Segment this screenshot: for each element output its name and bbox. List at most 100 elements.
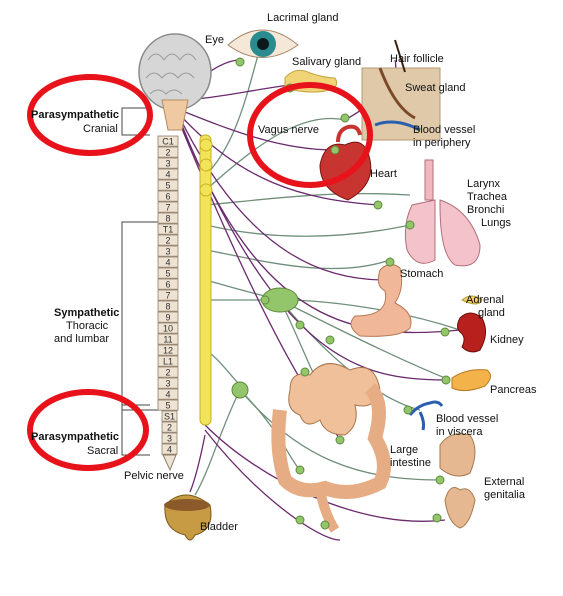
spinal-segment-label: 4 [165, 390, 170, 400]
ganglion-dot [440, 327, 450, 337]
spinal-segment [157, 344, 179, 356]
spinal-segment-label: 4 [165, 258, 170, 268]
large-intestine-label-1: Large [390, 444, 419, 456]
spinal-segment-label: 3 [165, 379, 170, 389]
bladder-label: Bladder [200, 521, 238, 533]
spinal-segment [157, 223, 179, 235]
spinal-segment-label: 2 [165, 148, 170, 158]
spinal-segment [157, 168, 179, 180]
ganglion-dot [403, 405, 413, 415]
spinal-segment-label: 6 [165, 280, 170, 290]
spinal-segment [157, 377, 179, 389]
spinal-segment-label: 12 [163, 346, 173, 356]
spinal-segment [157, 333, 179, 345]
spinal-segment [157, 179, 179, 191]
spinal-segment [157, 311, 179, 323]
lungs-illustration [404, 159, 481, 267]
spinal-segment [161, 432, 178, 444]
highlight-parasympathetic-cranial [27, 74, 153, 156]
spinal-segment [157, 135, 179, 147]
external-genitalia-label-1: External [484, 476, 525, 488]
spinal-segment [157, 267, 179, 279]
ganglion-dot [441, 375, 451, 385]
salivary-gland-label: Salivary gland [292, 56, 362, 68]
stomach-illustration [350, 264, 412, 337]
spinal-segment-label: L1 [163, 357, 173, 367]
blood-vessel-viscera-label-2: in viscera [436, 426, 483, 438]
spinal-segment [157, 256, 179, 268]
spinal-segment-label: 5 [165, 269, 170, 279]
sweat-gland-label: Sweat gland [405, 82, 466, 94]
external-genitalia-label-2: genitalia [484, 489, 525, 501]
lungs-label: Lungs [481, 217, 511, 229]
spinal-segment [161, 443, 178, 455]
parasympathetic-nerves [174, 59, 461, 541]
spinal-segment [157, 322, 179, 334]
spinal-segment-label: T1 [163, 225, 174, 235]
pelvic-ganglion [231, 381, 249, 399]
parasympathetic-sacral-sub: Sacral [87, 445, 119, 457]
spinal-segment-label: 8 [165, 214, 170, 224]
lacrimal-gland-label: Lacrimal gland [267, 12, 339, 24]
spinal-segment [157, 388, 179, 400]
bladder-illustration [164, 494, 212, 541]
ganglion-dot [260, 295, 270, 305]
spinal-segment [157, 289, 179, 301]
spinal-segment [157, 355, 179, 367]
stomach-label: Stomach [400, 268, 444, 280]
parasympathetic-sacral-title: Parasympathetic [31, 431, 120, 443]
spinal-segment-label: 4 [167, 445, 172, 455]
blood-vessel-viscera-label-1: Blood vessel [436, 413, 499, 425]
adrenal-gland-label-1: Adrenal [466, 294, 504, 306]
spinal-segment-label: 9 [165, 313, 170, 323]
vagus-nerve-label: Vagus nerve [258, 124, 319, 136]
ganglion-dot [330, 145, 340, 155]
bronchi-label: Bronchi [467, 204, 505, 216]
sympathetic-sub1: Thoracic [66, 320, 109, 332]
spinal-segment-label: 5 [165, 181, 170, 191]
ganglion-dot [295, 465, 305, 475]
spinal-segment [161, 410, 178, 422]
ganglion-dot [335, 435, 345, 445]
spinal-segment-label: 7 [165, 203, 170, 213]
spinal-segment [157, 245, 179, 257]
spinal-column [157, 135, 179, 472]
intestine-illustration [271, 363, 391, 533]
spinal-segment-label: 5 [165, 401, 170, 411]
heart-illustration [319, 124, 372, 201]
ganglion-dot [325, 335, 335, 345]
spinal-segment-label: 3 [165, 247, 170, 257]
spinal-segment-label: 3 [165, 159, 170, 169]
ganglion-dot [235, 57, 245, 67]
sympathetic-sub2: and lumbar [54, 333, 110, 345]
ganglion-dot [385, 257, 395, 267]
coccyx [162, 454, 177, 472]
eye-illustration [227, 29, 299, 58]
trachea-label: Trachea [467, 191, 507, 203]
skin-illustration [361, 39, 441, 141]
brain [138, 33, 212, 131]
spinal-segment [157, 300, 179, 312]
spinal-segment-label: C1 [162, 137, 174, 147]
spinal-segment-label: 6 [165, 192, 170, 202]
spinal-segment-label: 7 [165, 291, 170, 301]
spinal-segment-label: 2 [167, 423, 172, 433]
ganglion-dot [320, 520, 330, 530]
spinal-segment-label: 2 [165, 236, 170, 246]
ganglion-dot [373, 200, 383, 210]
blood-vessel-periphery-label-2: in periphery [413, 137, 471, 149]
ganglion-dot [300, 367, 310, 377]
ganglion-dot [340, 113, 350, 123]
parasympathetic-cranial-sub: Cranial [83, 123, 118, 135]
eye-label: Eye [205, 34, 224, 46]
spinal-segment [161, 421, 178, 433]
spinal-segment [157, 278, 179, 290]
highlight-parasympathetic-sacral [27, 389, 149, 471]
spinal-segment-label: 8 [165, 302, 170, 312]
parasympathetic-cranial-title: Parasympathetic [31, 109, 120, 121]
heart-label: Heart [370, 168, 397, 180]
sympathetic-title: Sympathetic [54, 307, 120, 319]
highlight-circles [27, 74, 373, 471]
spinal-segment [157, 157, 179, 169]
